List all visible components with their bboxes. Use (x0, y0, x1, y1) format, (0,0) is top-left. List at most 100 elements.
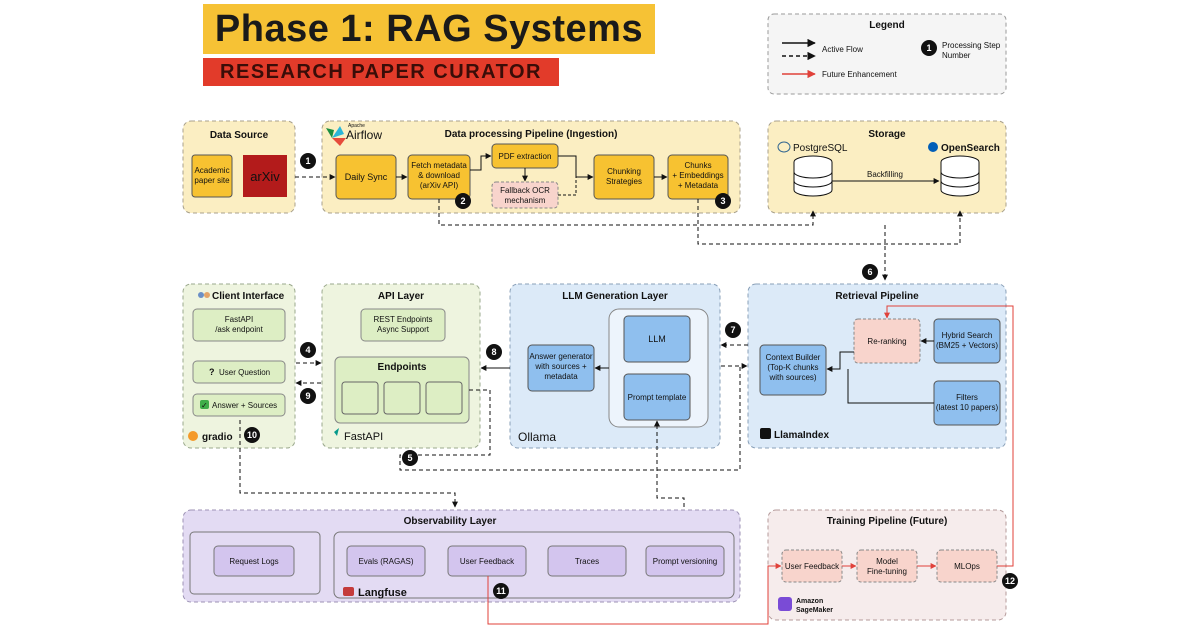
model-label-1: Model (876, 557, 898, 566)
legend-active-label: Active Flow (822, 45, 863, 54)
traces-box (547, 545, 627, 577)
langfuse-brand: Langfuse (358, 587, 407, 599)
fetch-label-2: & download (418, 171, 460, 180)
gradio-label: gradio (202, 432, 233, 443)
step-badge-9: 9 (300, 388, 316, 404)
fastapi-brand: FastAPI (344, 431, 383, 443)
fetch-label-1: Fetch metadata (411, 161, 467, 170)
storage-title: Storage (868, 129, 906, 140)
airflow-icon (326, 126, 346, 146)
legend-title: Legend (869, 20, 905, 31)
step-badge-12: 12 (1002, 573, 1018, 589)
step-badge-4: 4 (300, 342, 316, 358)
airflow-brand: Airflow (346, 128, 382, 142)
chunks-label-1: Chunks (684, 161, 711, 170)
opensearch-label: OpenSearch (941, 143, 1000, 154)
postgres-icon (777, 141, 791, 153)
daily-sync-label: Daily Sync (345, 172, 388, 182)
fastapi-endpoint-box (192, 308, 286, 342)
academic-label-1: Academic (194, 166, 229, 175)
legend-step-badge-text: 1 (926, 43, 931, 53)
filters-label-1: Filters (956, 393, 978, 402)
legend-step-label-2: Number (942, 51, 971, 60)
gradio-icon (188, 431, 198, 441)
model-finetuning-box (856, 549, 918, 583)
backfilling-label: Backfilling (867, 170, 903, 179)
ocr-label-1: Fallback OCR (500, 186, 550, 195)
users-icon (198, 292, 204, 298)
observability-inner-group (333, 531, 735, 599)
opensearch-db-icon (940, 155, 980, 197)
mlops-to-reranking-arrow (884, 305, 1014, 567)
ocr-label-2: mechanism (505, 196, 546, 205)
fallback-ocr-box (491, 181, 559, 209)
svg-text:11: 11 (496, 586, 506, 596)
svg-text:10: 10 (247, 430, 257, 440)
postgres-db-icon (793, 155, 833, 197)
step-badge-2: 2 (455, 193, 471, 209)
step-badge-8: 8 (486, 344, 502, 360)
observability-panel: Observability Layer Request Logs Evals (… (182, 509, 741, 603)
chunks-label-2: + Embeddings (672, 171, 723, 180)
legend-step-label-1: Processing Step (942, 41, 1001, 50)
ingestion-panel: Data processing Pipeline (Ingestion) Apa… (321, 120, 741, 214)
answer-gen-label-2: with sources + (534, 362, 587, 371)
answer-sources-box (192, 393, 286, 417)
arxiv-label: arXiv (250, 169, 280, 184)
data-source-panel: Data Source Academic paper site arXiv (182, 120, 296, 214)
context-builder-box (759, 344, 827, 396)
rest-endpoints-box (360, 308, 446, 342)
filters-label-2: (latest 10 papers) (936, 403, 999, 412)
sagemaker-icon (778, 597, 792, 611)
reranking-box (853, 318, 921, 364)
svg-text:12: 12 (1005, 576, 1015, 586)
chunking-label-1: Chunking (607, 167, 641, 176)
legend-future-label: Future Enhancement (822, 70, 897, 79)
reranking-label: Re-ranking (867, 337, 906, 346)
storage-panel: Storage PostgreSQL OpenSearch Backfillin… (767, 120, 1007, 214)
user-question-label: User Question (219, 368, 270, 377)
api-to-retrieval-arrow (399, 367, 741, 471)
question-icon: ? (209, 367, 215, 377)
endpoint-slot-3 (425, 381, 463, 415)
rest-label-1: REST Endpoints (374, 315, 433, 324)
chunks-label-3: + Metadata (678, 181, 719, 190)
observability-title: Observability Layer (404, 516, 497, 527)
client-to-observability-arrow (239, 420, 458, 508)
legend-step-badge (921, 40, 937, 56)
prompt-template-label: Prompt template (628, 393, 687, 402)
answer-gen-label-3: metadata (544, 372, 578, 381)
step-badge-6: 6 (862, 264, 878, 280)
ollama-brand: Ollama (518, 430, 556, 444)
pdf-label: PDF extraction (499, 152, 552, 161)
training-panel: Training Pipeline (Future) User Feedback… (767, 509, 1007, 621)
api-panel: API Layer REST Endpoints Async Support E… (321, 283, 481, 449)
page-title: Phase 1: RAG Systems (203, 4, 655, 54)
step-badge-1: 1 (300, 153, 316, 169)
traces-label: Traces (575, 557, 599, 566)
retrieval-panel: Retrieval Pipeline Re-ranking Hybrid Sea… (747, 283, 1007, 449)
step-badge-11: 11 (493, 583, 509, 599)
answer-gen-label-1: Answer generator (529, 352, 592, 361)
data-source-title: Data Source (210, 130, 269, 141)
arxiv-logo (243, 155, 287, 197)
svg-text:3: 3 (720, 196, 725, 206)
academic-label-2: paper site (194, 176, 230, 185)
legend: Legend Active Flow Future Enhancement 1 … (767, 13, 1007, 95)
endpoint-slot-2 (383, 381, 421, 415)
rest-label-2: Async Support (377, 325, 430, 334)
svg-text:4: 4 (305, 345, 310, 355)
step-badge-5: 5 (402, 450, 418, 466)
evals-label: Evals (RAGAS) (358, 557, 413, 566)
svg-text:8: 8 (491, 347, 496, 357)
airflow-brand-small: Apache (348, 123, 365, 129)
prompt-versioning-label: Prompt versioning (653, 557, 717, 566)
fetch-label-3: (arXiv API) (420, 181, 459, 190)
sagemaker-brand-2: SageMaker (796, 607, 833, 614)
llm-label: LLM (648, 334, 666, 344)
academic-site-box (191, 154, 233, 198)
answer-generator-box (527, 344, 595, 392)
request-logs-label: Request Logs (229, 557, 278, 566)
retrieval-title: Retrieval Pipeline (835, 291, 919, 302)
fastapi-label-2: /ask endpoint (215, 325, 263, 334)
